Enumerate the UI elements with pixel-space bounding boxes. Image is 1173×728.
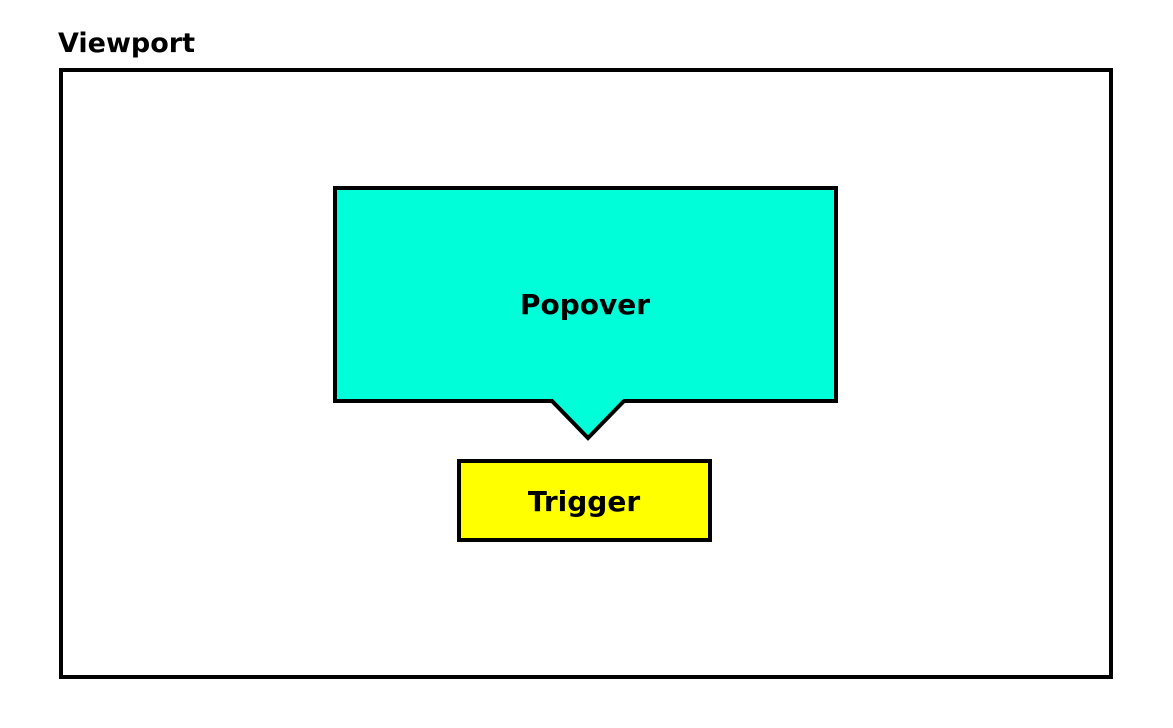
viewport-title: Viewport xyxy=(58,28,196,59)
trigger-label: Trigger xyxy=(528,485,641,518)
popover-box xyxy=(333,186,838,441)
viewport-frame xyxy=(59,68,1113,679)
trigger-box xyxy=(457,459,712,542)
popover-label: Popover xyxy=(520,288,650,321)
